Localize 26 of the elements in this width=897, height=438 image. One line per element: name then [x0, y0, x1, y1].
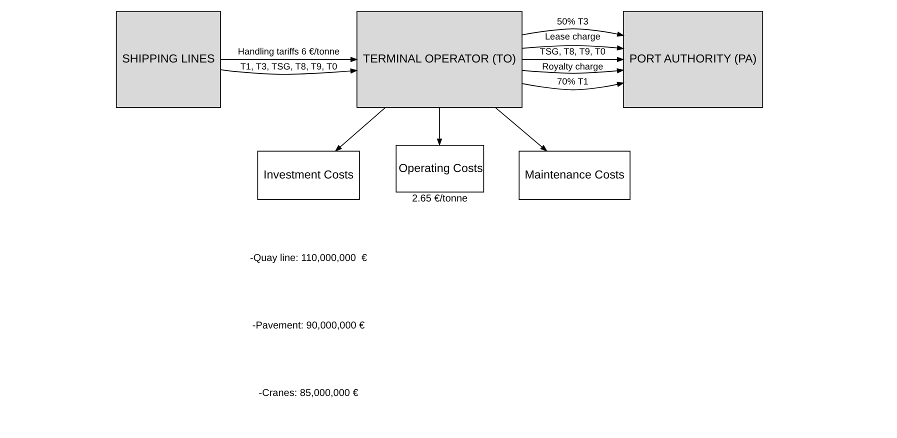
- arrow: [220, 56, 358, 62]
- arrow: [522, 45, 625, 51]
- label: -Cranes: 85,000,000 €: [258, 388, 358, 400]
- node-box: Investment Costs: [257, 150, 360, 200]
- arrow: [522, 56, 624, 62]
- edge-label: Lease charge: [544, 31, 600, 42]
- arrow: [220, 68, 358, 75]
- label: -Quay line: 110,000,000 €: [250, 252, 368, 264]
- edge-label: TSG, T8, T9, T0: [540, 46, 606, 56]
- arrow: [436, 107, 442, 146]
- arrow: [522, 68, 624, 74]
- edge-label: 50% T3: [557, 16, 588, 26]
- edge-label: Royalty charge: [542, 61, 604, 72]
- node-box: Maintenance Costs: [518, 150, 630, 200]
- arrow: [522, 28, 625, 37]
- node-box: TERMINAL OPERATOR (TO): [356, 11, 522, 108]
- node-box: PORT AUTHORITY (PA): [622, 11, 764, 108]
- edge-label: 70% T1: [557, 76, 588, 86]
- node-box: SHIPPING LINES: [116, 11, 221, 108]
- arrow: [334, 107, 386, 152]
- arrow: [522, 82, 625, 90]
- label: -Pavement: 90,000,000 €: [252, 320, 365, 332]
- edge-label: Handling tariffs 6 €/tonne: [238, 46, 340, 56]
- arrow: [494, 107, 548, 152]
- edge-label: T1, T3, TSG, T8, T9, T0: [240, 61, 338, 72]
- node-label: 2.65 €/tonne: [412, 194, 468, 205]
